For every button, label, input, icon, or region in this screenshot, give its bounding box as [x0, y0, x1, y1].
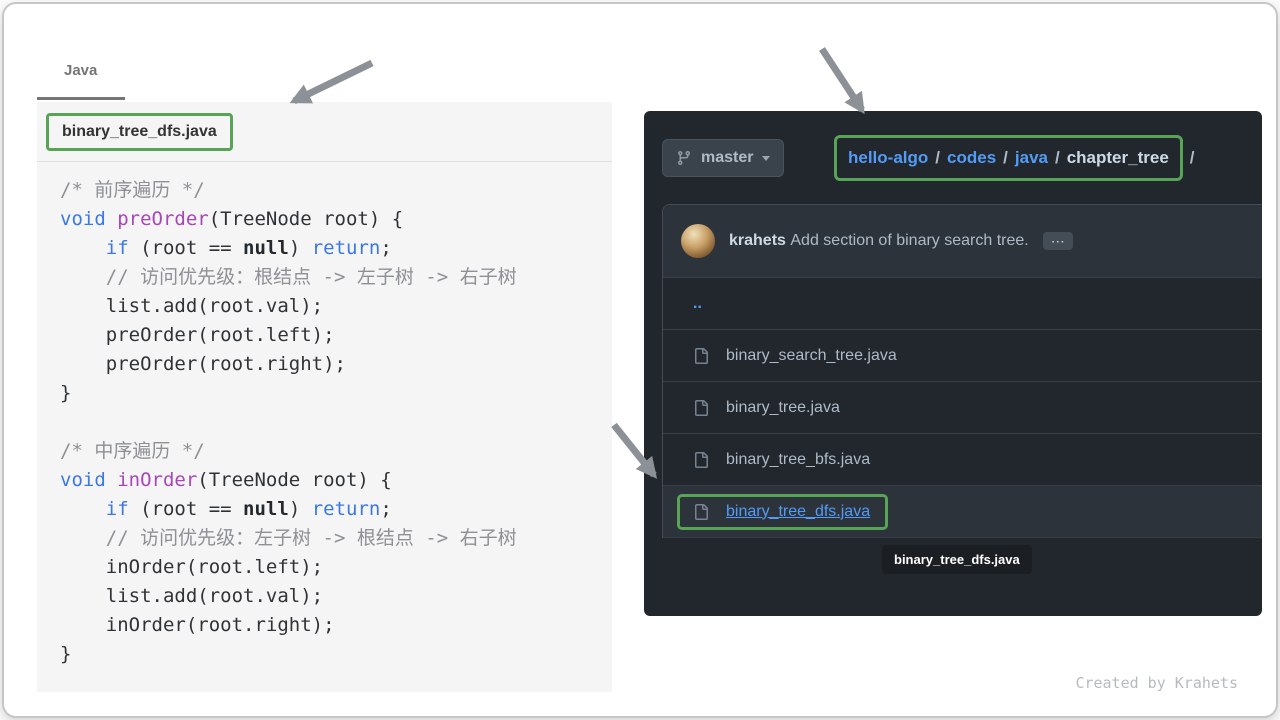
- file-icon: [693, 347, 709, 364]
- tab-active-indicator: [37, 97, 125, 100]
- file-row[interactable]: binary_tree.java: [663, 381, 1262, 433]
- breadcrumb-separator: /: [935, 148, 941, 167]
- commit-author[interactable]: krahets: [729, 232, 786, 249]
- file-row-highlighted[interactable]: binary_tree_dfs.java: [663, 485, 1262, 537]
- watermark: Created by Krahets: [1075, 674, 1238, 692]
- breadcrumb-highlight-box: hello-algo / codes / java / chapter_tree: [834, 135, 1183, 181]
- github-panel: master hello-algo / codes / java / chapt…: [644, 111, 1262, 616]
- avatar[interactable]: [681, 224, 715, 258]
- file-link[interactable]: binary_search_tree.java: [726, 346, 897, 364]
- branch-name: master: [701, 149, 754, 166]
- commit-more-button[interactable]: ⋯: [1042, 232, 1073, 250]
- breadcrumb-trailing-slash: /: [1189, 148, 1195, 167]
- file-icon: [693, 399, 709, 416]
- code-block: /* 前序遍历 */void preOrder(TreeNode root) {…: [60, 179, 517, 665]
- chevron-down-icon: [762, 155, 771, 161]
- git-branch-icon: [676, 150, 692, 166]
- breadcrumb-separator: /: [1054, 148, 1060, 167]
- file-link[interactable]: binary_tree_dfs.java: [726, 502, 871, 520]
- code-filename-highlight-box: binary_tree_dfs.java: [46, 113, 233, 151]
- file-link[interactable]: binary_tree.java: [726, 398, 840, 416]
- breadcrumb: hello-algo / codes / java / chapter_tree…: [834, 135, 1195, 181]
- tab-java[interactable]: Java: [64, 62, 98, 79]
- file-row[interactable]: binary_tree_bfs.java: [663, 433, 1262, 485]
- code-panel: binary_tree_dfs.java /* 前序遍历 */void preO…: [37, 102, 612, 692]
- breadcrumb-current: chapter_tree: [1066, 148, 1169, 167]
- file-icon: [693, 451, 709, 468]
- divider: [37, 161, 612, 162]
- breadcrumb-link-codes[interactable]: codes: [947, 148, 997, 167]
- commit-message[interactable]: Add section of binary search tree.: [790, 232, 1029, 249]
- latest-commit-row: krahets Add section of binary search tre…: [663, 205, 1262, 277]
- arrow-to-filename: [289, 59, 374, 105]
- parent-directory-row[interactable]: ..: [663, 277, 1262, 329]
- branch-selector-button[interactable]: master: [662, 139, 785, 177]
- file-row[interactable]: binary_search_tree.java: [663, 329, 1262, 381]
- file-link[interactable]: binary_tree_bfs.java: [726, 450, 871, 468]
- parent-directory-link[interactable]: ..: [693, 294, 702, 312]
- file-highlight-box: binary_tree_dfs.java: [677, 493, 889, 530]
- breadcrumb-link-repo[interactable]: hello-algo: [848, 148, 929, 167]
- file-icon: [693, 503, 709, 520]
- file-browser: krahets Add section of binary search tre…: [662, 204, 1262, 538]
- arrow-to-breadcrumb: [819, 47, 865, 115]
- tooltip: binary_tree_dfs.java: [882, 545, 1032, 574]
- breadcrumb-separator: /: [1003, 148, 1008, 167]
- breadcrumb-link-java[interactable]: java: [1014, 148, 1048, 167]
